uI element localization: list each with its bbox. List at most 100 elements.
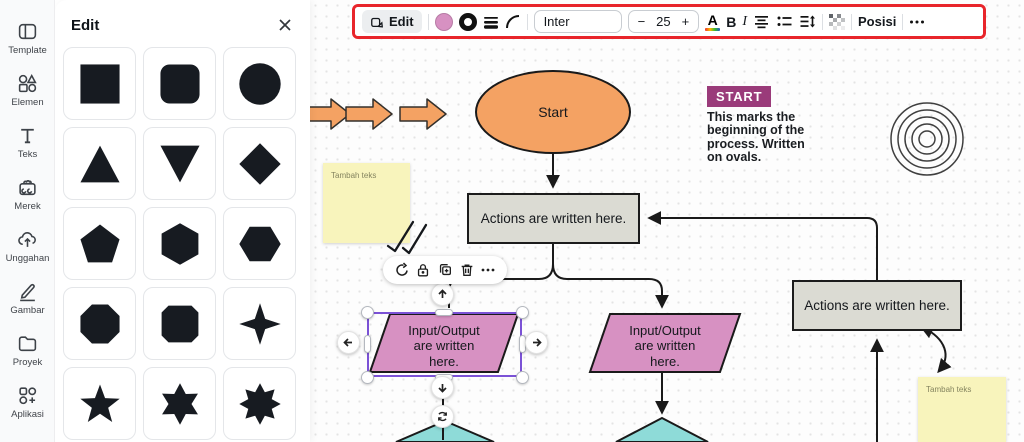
apps-icon [19, 386, 37, 404]
font-size-decrease-button[interactable]: − [637, 14, 646, 29]
sidebar-item-label: Proyek [12, 356, 43, 368]
sidebar-item-label: Aplikasi [11, 408, 44, 420]
shape-tile-star-5-point[interactable] [63, 367, 136, 440]
shape-tile-diamond[interactable] [223, 127, 296, 200]
connector-button-right[interactable] [525, 331, 548, 354]
connector-button-left[interactable] [337, 331, 360, 354]
more-icon[interactable] [480, 262, 496, 278]
position-button[interactable]: Posisi [858, 14, 897, 29]
sidebar-item-label: Gambar [10, 304, 45, 316]
decision-shape [395, 416, 709, 442]
io-parallelogram-2 [588, 313, 742, 373]
shape-tile-square[interactable] [63, 47, 136, 120]
shape-tile-rounded-square[interactable] [143, 47, 216, 120]
io-parallelogram-1 [368, 313, 520, 373]
shape-tile-triangle-down[interactable] [143, 127, 216, 200]
resize-handle-w[interactable] [364, 335, 371, 353]
shape-tile-star-4-point[interactable] [223, 287, 296, 360]
shape-tile-pentagon[interactable] [63, 207, 136, 280]
lock-icon[interactable] [415, 262, 431, 278]
font-family-select[interactable]: Inter [533, 10, 622, 33]
upload-icon [18, 231, 36, 247]
font-size-increase-button[interactable]: + [681, 14, 690, 29]
line-type-icon[interactable] [505, 14, 521, 30]
sidebar-item-merek[interactable]: Merek [0, 168, 55, 220]
text-color-button[interactable]: A [705, 11, 721, 31]
arrow-left-icon [343, 338, 352, 347]
draw-icon [20, 283, 35, 301]
transparency-icon[interactable] [829, 13, 846, 30]
shape-tile-hexagon-flat[interactable] [223, 207, 296, 280]
sidebar-item-gambar[interactable]: Gambar [0, 272, 55, 324]
sidebar-item-aplikasi[interactable]: Aplikasi [0, 376, 55, 428]
sidebar-item-label: Template [8, 44, 47, 56]
annotation-highlight-box: Edit Inter − 25 + A B I [352, 4, 986, 39]
resize-handle-n[interactable] [435, 309, 453, 316]
shape-tile-hexagon[interactable] [143, 207, 216, 280]
projects-icon [18, 335, 37, 351]
shape-tile-star-8-point[interactable] [223, 367, 296, 440]
whiteboard-canvas[interactable]: Tambah teks Tambah teks [310, 0, 1024, 442]
orange-arrow-shapes [310, 98, 447, 130]
border-color-swatch[interactable] [458, 12, 477, 31]
shape-tile-circle[interactable] [223, 47, 296, 120]
pen-strokes [386, 220, 428, 255]
edit-button[interactable]: Edit [362, 10, 422, 33]
flow-io-shape[interactable]: Input/Output are written here. [595, 318, 735, 374]
text-align-icon[interactable] [753, 13, 770, 30]
sidebar-item-proyek[interactable]: Proyek [0, 324, 55, 376]
line-spacing-icon[interactable] [799, 13, 816, 30]
rotate-handle[interactable] [431, 405, 454, 428]
text-icon [21, 128, 34, 143]
template-icon [18, 23, 37, 39]
resize-handle-ne[interactable] [516, 306, 529, 319]
sidebar-item-elemen[interactable]: Elemen [0, 64, 55, 116]
sidebar-item-template[interactable]: Template [0, 12, 55, 64]
shape-tile-octagon[interactable] [63, 287, 136, 360]
resize-handle-se[interactable] [516, 371, 529, 384]
resize-handle-nw[interactable] [361, 306, 374, 319]
rotate-icon[interactable] [394, 262, 410, 278]
sidebar-item-label: Unggahan [5, 252, 50, 264]
resize-handle-sw[interactable] [361, 371, 374, 384]
sidebar-item-teks[interactable]: Teks [0, 116, 55, 168]
edit-shape-icon [371, 17, 383, 28]
text-color-letter: A [707, 11, 718, 28]
start-annotation-badge[interactable]: START [707, 86, 772, 107]
shape-tile-star-6-point[interactable] [143, 367, 216, 440]
sticky-note[interactable]: Tambah teks [323, 163, 410, 243]
close-icon[interactable] [276, 16, 294, 34]
border-weight-icon[interactable] [483, 14, 499, 30]
duplicate-icon[interactable] [437, 262, 453, 278]
connector-button-down[interactable] [431, 376, 454, 399]
delete-icon[interactable] [459, 262, 475, 278]
flow-action-label: Actions are written here. [804, 298, 950, 313]
shape-tile-triangle[interactable] [63, 127, 136, 200]
arrow-right-icon [533, 338, 542, 347]
bullet-list-icon[interactable] [776, 13, 793, 30]
sticky-note[interactable]: Tambah teks [918, 377, 1006, 442]
flow-action-label: Actions are written here. [480, 211, 627, 226]
flow-start-oval[interactable]: Start [475, 70, 631, 154]
bold-button[interactable]: B [726, 13, 737, 30]
arrow-down-icon [438, 384, 447, 393]
flow-io-shape[interactable]: Input/Output are written here. [374, 318, 514, 374]
more-options-icon[interactable] [909, 14, 925, 30]
italic-button[interactable]: I [742, 13, 748, 29]
connector-button-up[interactable] [431, 283, 454, 306]
sticky-note-placeholder: Tambah teks [926, 385, 972, 394]
context-toolbar: Edit Inter − 25 + A B I [355, 7, 983, 36]
sidebar-item-label: Elemen [11, 96, 44, 108]
shape-tile-octagon-square[interactable] [143, 287, 216, 360]
fill-color-swatch[interactable] [434, 12, 453, 31]
start-annotation-text[interactable]: This marks the beginning of the process.… [707, 110, 805, 165]
panel-title: Edit [71, 16, 100, 34]
flow-io-text: Input/Output are written here. [629, 323, 701, 369]
sidebar-item-unggahan[interactable]: Unggahan [0, 220, 55, 272]
flow-action-box[interactable]: Actions are written here. [792, 280, 962, 331]
sidebar-item-label: Merek [14, 200, 41, 212]
font-size-value[interactable]: 25 [656, 14, 671, 29]
arrow-up-icon [438, 289, 447, 298]
flow-action-box[interactable]: Actions are written here. [467, 193, 640, 244]
